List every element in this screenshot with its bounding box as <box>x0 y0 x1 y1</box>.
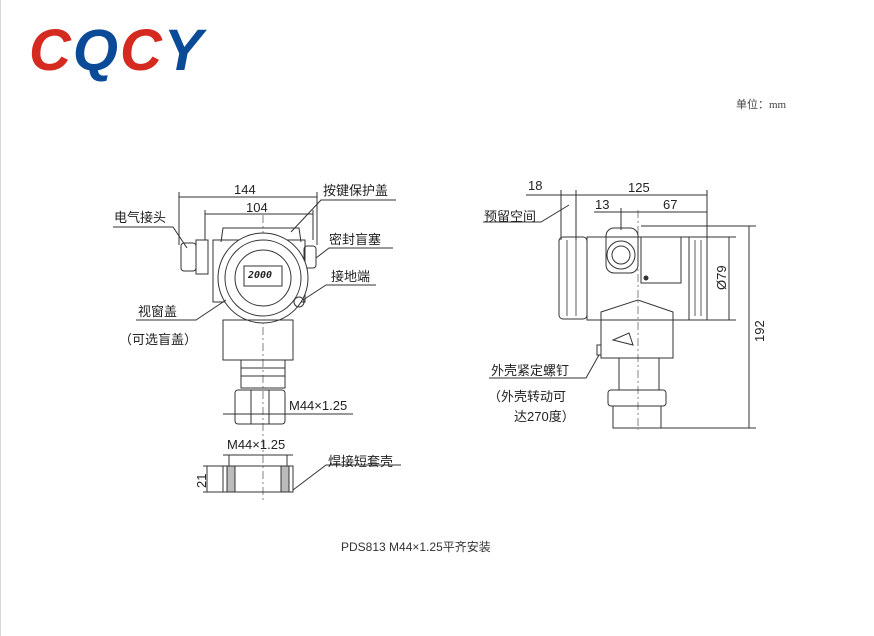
logo-letter: Q <box>72 18 121 83</box>
label-housing-note-2: 达270度） <box>514 409 575 424</box>
label-thread-upper: M44×1.25 <box>289 398 348 413</box>
dim-18: 18 <box>528 178 543 193</box>
label-window-cover: 视窗盖 <box>138 304 178 319</box>
label-electrical-connector: 电气接头 <box>114 210 167 225</box>
label-window-cover-note: （可选盲盖） <box>119 332 198 347</box>
label-thread-lower: M44×1.25 <box>227 437 286 452</box>
logo-letter: Y <box>163 18 205 83</box>
label-weld-sleeve: 焊接短套壳 <box>328 454 394 469</box>
dim-13: 13 <box>595 197 610 212</box>
label-button-cover: 按键保护盖 <box>323 183 389 198</box>
logo-letter: C <box>120 18 164 83</box>
dim-21: 21 <box>194 473 209 488</box>
side-view <box>483 190 756 430</box>
dim-144: 144 <box>234 182 256 197</box>
dim-125: 125 <box>628 180 650 195</box>
label-reserved-space: 预留空间 <box>484 209 537 224</box>
cqcy-logo: CQCY <box>29 22 205 80</box>
dim-192: 192 <box>752 320 767 342</box>
unit-label: 单位：mm <box>736 99 787 111</box>
dim-104: 104 <box>246 200 268 215</box>
label-ground-terminal: 接地端 <box>331 269 371 284</box>
front-view <box>113 192 401 500</box>
lcd-display-reading: 2000 <box>248 270 273 281</box>
drawing-caption: PDS813 M44×1.25平齐安装 <box>341 540 491 554</box>
label-sealing-plug: 密封盲塞 <box>329 232 382 247</box>
label-housing-note-1: （外壳转动可 <box>488 389 567 404</box>
label-housing-screw: 外壳紧定螺钉 <box>491 363 570 378</box>
dim-67: 67 <box>663 197 678 212</box>
logo-letter: C <box>29 18 73 83</box>
dim-diameter-79: Ø79 <box>714 265 729 290</box>
